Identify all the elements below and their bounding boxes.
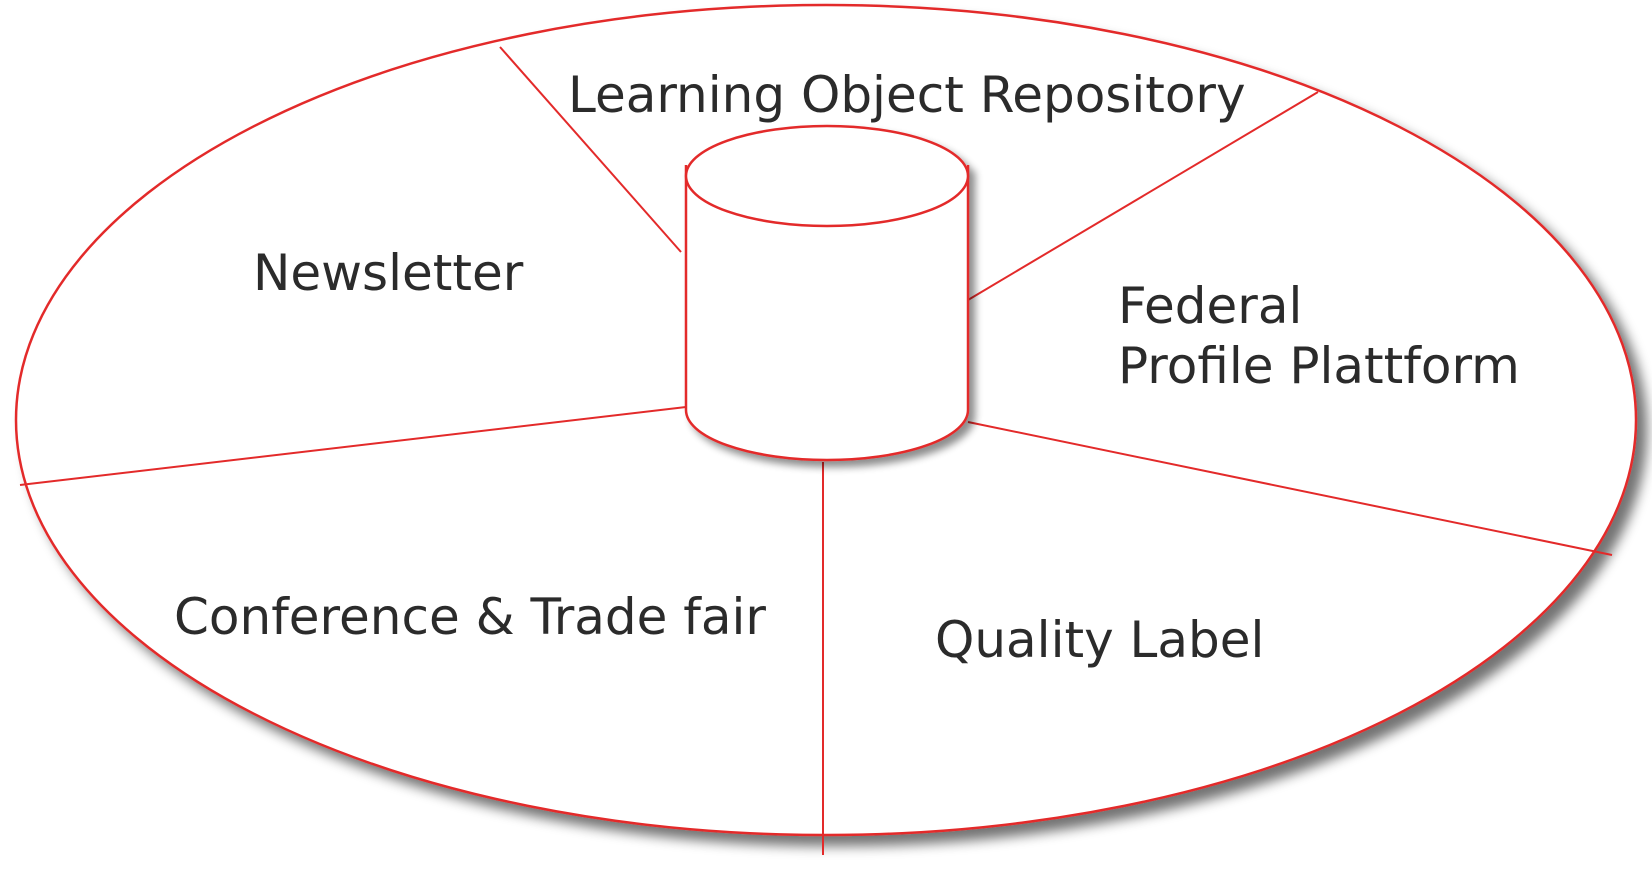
divider-left [19,406,687,486]
segment-quality-label: Quality Label [935,611,1264,669]
cylinder-top [684,124,970,228]
divider-top-right [967,91,1319,301]
database-icon [684,124,970,462]
divider-right [967,421,1613,556]
center-title: Learning Object Repository [568,66,1246,124]
segment-newsletter-label: Newsletter [253,244,524,302]
segment-federal-label-line1: Federal [1118,277,1302,335]
cylinder-body [686,165,968,461]
cylinder-bottom-arc [684,409,970,462]
segment-federal-label-line2: Profile Plattform [1118,337,1520,395]
segment-conference-label: Conference & Trade fair [174,588,766,646]
divider-top-left [499,46,682,253]
